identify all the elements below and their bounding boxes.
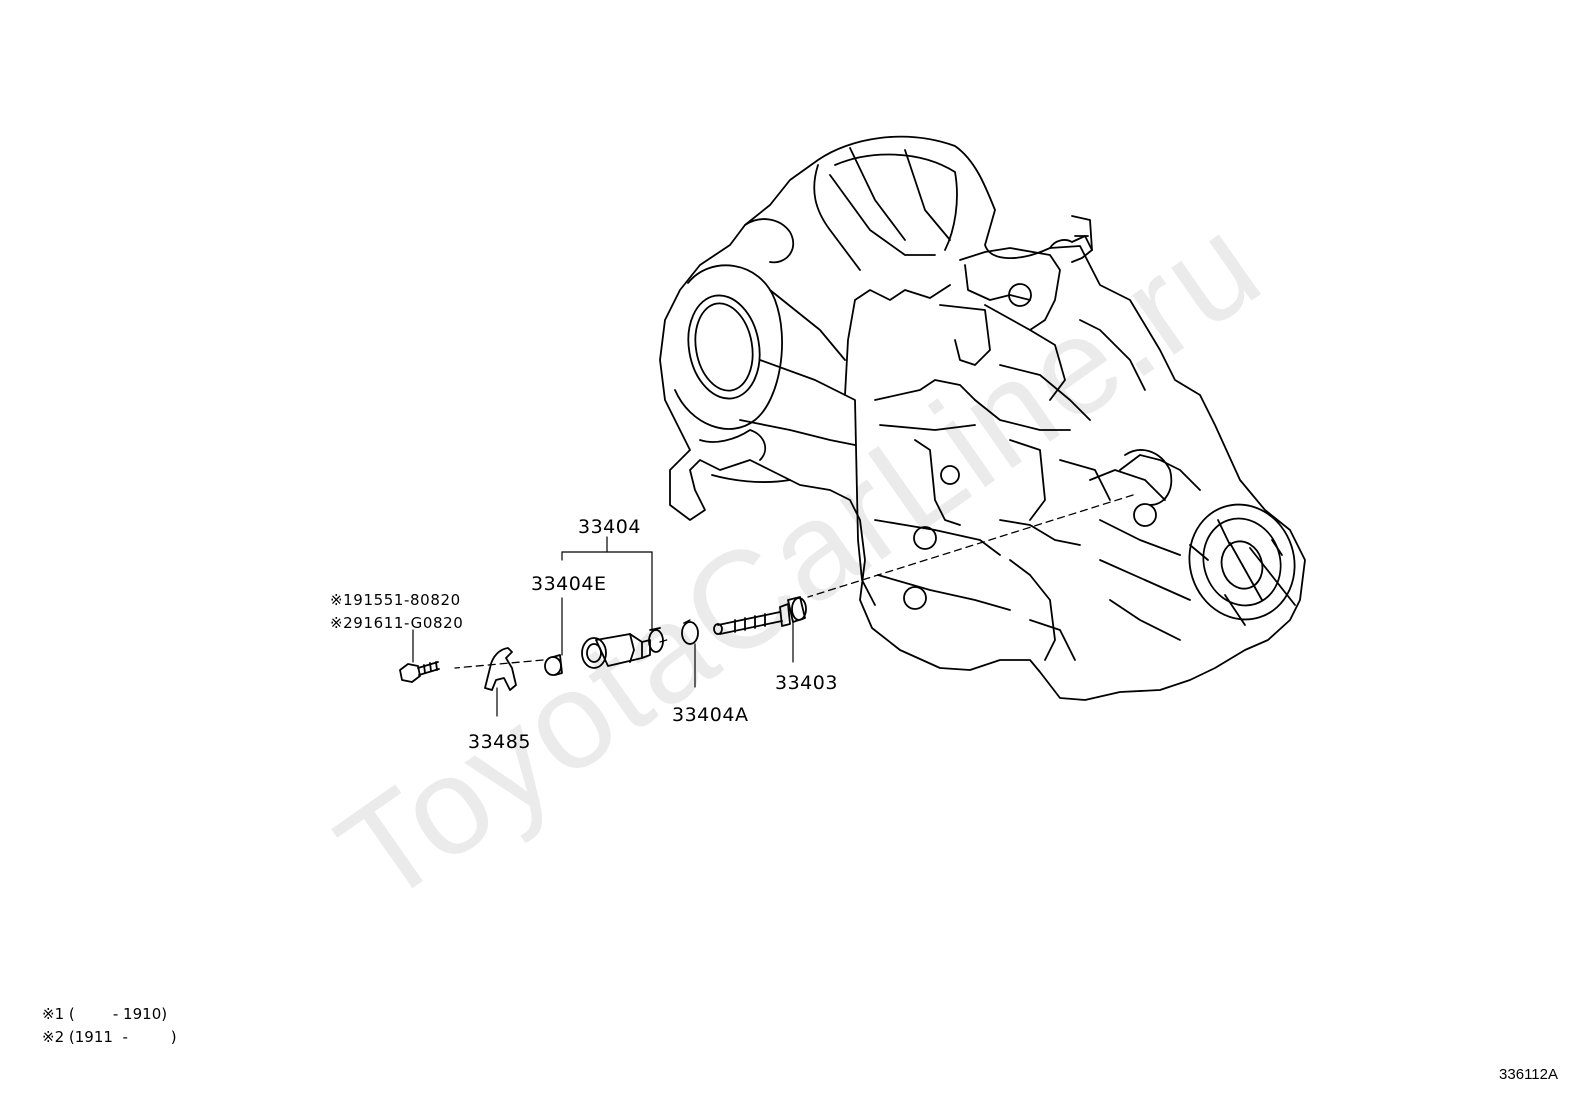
alignment-line bbox=[807, 494, 1134, 598]
leader-lines bbox=[412, 536, 794, 717]
bolt-part bbox=[399, 661, 440, 683]
illustration-id: 336112A bbox=[1499, 1066, 1558, 1083]
bolt-code-1: ※191551-80820 bbox=[330, 591, 461, 609]
driven-gear-shaft-part bbox=[713, 596, 807, 635]
callout-33404: 33404 bbox=[578, 516, 641, 538]
bolt-alignment-line bbox=[454, 659, 544, 669]
callout-33404a: 33404A bbox=[672, 704, 749, 726]
lock-plate-part bbox=[484, 647, 517, 691]
o-ring-part bbox=[681, 621, 699, 645]
legend-row-2: ※2 (1911 - ) bbox=[42, 1028, 177, 1046]
bolt-code-2: ※291611-G0820 bbox=[330, 614, 464, 632]
callout-33403: 33403 bbox=[775, 672, 838, 694]
transmission-assembly bbox=[659, 135, 1306, 701]
callout-33485: 33485 bbox=[468, 731, 531, 753]
oil-seal-part bbox=[544, 654, 563, 676]
legend-row-1: ※1 ( - 1910) bbox=[42, 1005, 168, 1023]
sleeve-part bbox=[581, 627, 664, 669]
callout-33404e: 33404E bbox=[531, 573, 607, 595]
